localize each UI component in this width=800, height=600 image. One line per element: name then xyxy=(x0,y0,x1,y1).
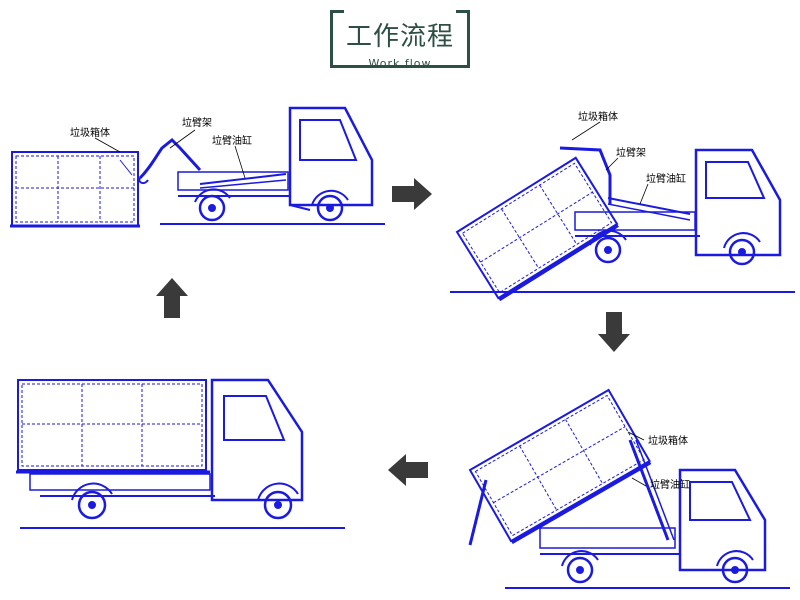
step2-wheel-rear xyxy=(594,236,622,264)
step4-wheel-rear xyxy=(77,490,107,520)
step3-wheel-front xyxy=(721,556,749,584)
step3-label-arm-cylinder: 垃臂油缸 xyxy=(650,478,690,491)
step3-label-box: 垃圾箱体 xyxy=(648,434,688,447)
step1-arm-frame xyxy=(138,137,202,180)
arrow-down-icon xyxy=(598,312,630,352)
arrow-up-icon xyxy=(156,278,188,318)
step2-scene xyxy=(450,121,795,302)
step2-wheel-front xyxy=(728,238,756,266)
step1-wheel-rear xyxy=(198,194,226,222)
step2-window xyxy=(705,161,766,199)
step2-label-arm-cylinder: 垃臂油缸 xyxy=(646,172,686,185)
step1-cab xyxy=(288,106,374,207)
step3-cab xyxy=(678,468,767,572)
title-chinese: 工作流程 xyxy=(345,22,454,52)
step1-label-box: 垃圾箱体 xyxy=(70,126,110,139)
title-bracket-right xyxy=(467,10,470,68)
step3-tailgate xyxy=(468,479,488,546)
step2-arm-frame xyxy=(559,146,612,205)
step1-label-arm-cylinder: 垃臂油缸 xyxy=(212,134,252,147)
step3-scene xyxy=(468,388,790,589)
step2-label-arm-frame: 垃臂架 xyxy=(616,146,646,159)
title-bracket-left-top xyxy=(330,10,344,13)
step1-wheel-front xyxy=(316,194,344,222)
step1-window xyxy=(299,119,358,161)
step4-garbage-box xyxy=(16,379,210,474)
step1-garbage-box xyxy=(10,151,140,228)
step1-arm-cylinder xyxy=(199,173,287,185)
step4-window xyxy=(223,395,286,441)
step2-garbage-box xyxy=(455,156,619,302)
step2-label-box: 垃圾箱体 xyxy=(578,110,618,123)
title-bracket-right-top xyxy=(456,10,470,13)
step3-window xyxy=(689,481,752,521)
arrow-right-icon xyxy=(392,178,432,210)
title-english: Work flow xyxy=(368,57,432,70)
step3-garbage-box xyxy=(468,388,652,545)
title-baseline xyxy=(330,65,470,68)
step4-wheel-front xyxy=(263,490,293,520)
workflow-title-box: 工作流程 Work flow xyxy=(330,10,470,70)
step2-cab xyxy=(694,148,782,257)
step4-scene xyxy=(16,378,345,529)
title-bracket-left xyxy=(330,10,333,68)
step3-wheel-rear xyxy=(566,556,594,584)
step1-label-arm-frame: 垃臂架 xyxy=(182,116,212,129)
arrow-left-icon xyxy=(388,454,428,486)
step3-arm-cylinder xyxy=(628,439,670,541)
step1-scene xyxy=(10,106,385,228)
step4-cab xyxy=(210,378,304,502)
